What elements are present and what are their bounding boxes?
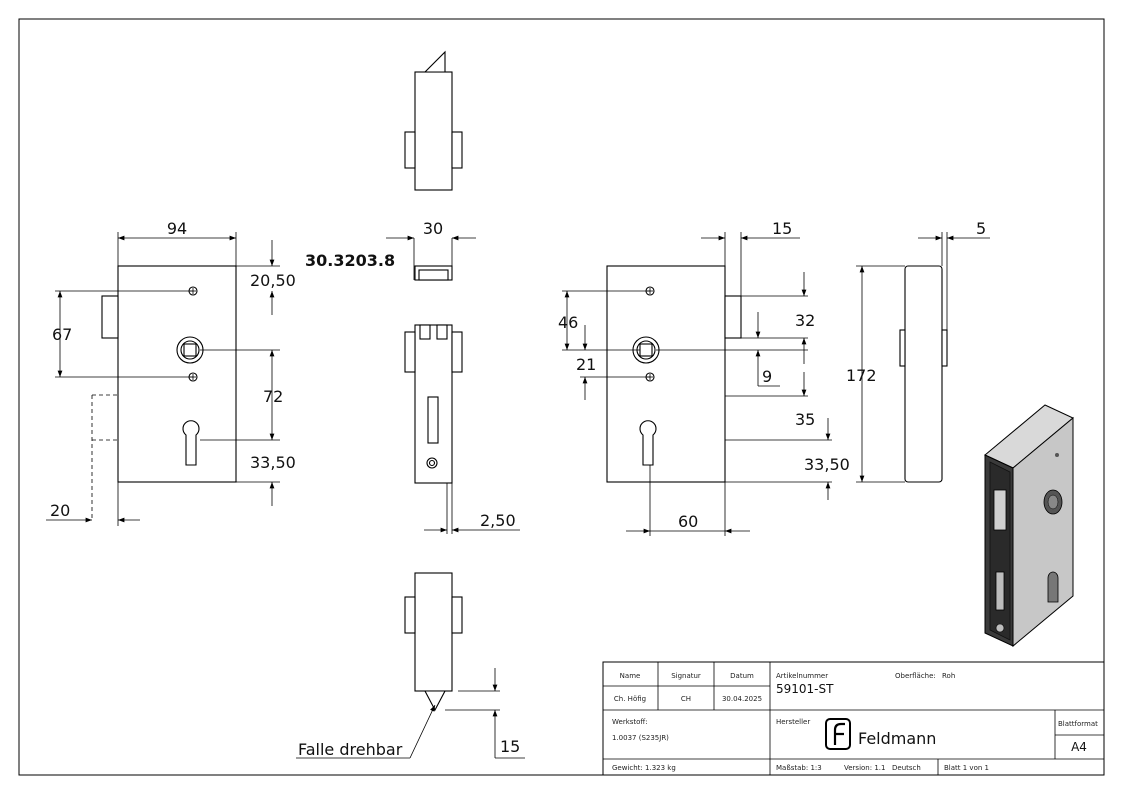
brand-name: Feldmann [858, 729, 936, 748]
rear-view [606, 265, 742, 483]
isometric-view [984, 404, 1074, 648]
weight: Gewicht: 1.323 kg [612, 764, 676, 772]
latch-annotation: Falle drehbar [298, 740, 403, 759]
dim-front-width: 94 [167, 219, 187, 238]
dim-latch-projection: 20 [50, 501, 70, 520]
part-code: 30.3203.8 [305, 251, 395, 270]
material-value: 1.0037 (S235JR) [612, 734, 669, 742]
dim-height: 172 [846, 366, 877, 385]
sheet-border [18, 18, 1105, 776]
dim-top-offset: 20,50 [250, 271, 296, 290]
title-date: 30.04.2025 [722, 695, 762, 703]
dim-latch-right: 15 [772, 219, 792, 238]
version: Version: 1.1 [844, 764, 885, 772]
dim-cyl-to-bottom: 33,50 [250, 453, 296, 472]
dim-faceplate: 2,50 [480, 511, 516, 530]
format-label: Blattformat [1058, 720, 1098, 728]
right-side-view: 5 172 [846, 219, 990, 483]
title-name: Ch. Höfig [614, 695, 646, 703]
front-dimensions: 94 20,50 67 72 33,50 20 [46, 219, 296, 526]
dim-hole-lower: 21 [576, 355, 596, 374]
title-header-signature: Signatur [671, 672, 701, 680]
feldmann-logo-icon [825, 718, 851, 750]
dim-cyl-offset-right: 35 [795, 410, 815, 429]
dim-cyl-bottom-right: 33,50 [804, 455, 850, 474]
top-view [404, 50, 463, 191]
article-label: Artikelnummer [776, 672, 828, 680]
dim-hole-upper: 46 [558, 313, 578, 332]
material-label: Werkstoff: [612, 718, 648, 726]
title-header-date: Datum [730, 672, 754, 680]
dim-latch-bottom: 15 [500, 737, 520, 756]
sheet-number: Blatt 1 von 1 [944, 764, 989, 772]
dim-latch-offset: 9 [762, 367, 772, 386]
title-header-name: Name [620, 672, 641, 680]
surface-value: Roh [942, 672, 955, 680]
dim-front-plate: 5 [976, 219, 986, 238]
dim-latch-height: 32 [795, 311, 815, 330]
title-block [602, 661, 1105, 776]
dim-backset: 60 [678, 512, 698, 531]
side-view: 30 2,50 [386, 219, 520, 534]
title-signature: CH [681, 695, 691, 703]
dim-thickness: 30 [423, 219, 443, 238]
language: Deutsch [892, 764, 921, 772]
dim-left-spacing: 67 [52, 325, 72, 344]
rear-dimensions: 15 46 21 32 9 35 33,50 60 [558, 219, 850, 536]
scale: Maßstab: 1:3 [776, 764, 822, 772]
bottom-view: 15 Falle drehbar [296, 572, 525, 759]
maker-label: Hersteller [776, 718, 810, 726]
surface-label: Oberfläche: [895, 672, 936, 680]
format-value: A4 [1071, 740, 1087, 754]
dim-spindle-to-cyl: 72 [263, 387, 283, 406]
article-number: 59101-ST [776, 682, 834, 696]
front-view [91, 265, 237, 520]
